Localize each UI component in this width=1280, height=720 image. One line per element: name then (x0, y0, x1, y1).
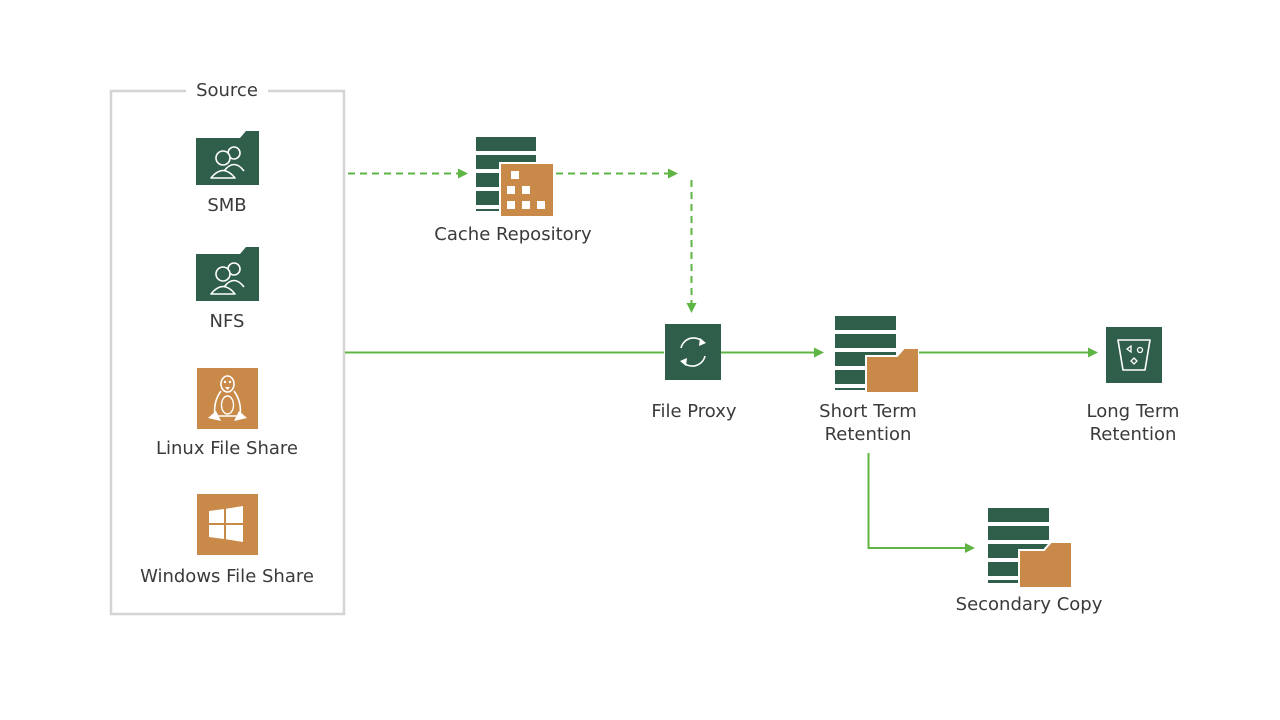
file-proxy-sync-icon (665, 324, 721, 380)
nfs-shared-folder-icon (196, 247, 259, 301)
long-term-line2: Retention (1089, 424, 1177, 445)
arrow-short-term-to-secondary (867, 453, 975, 553)
short-term-line2: Retention (824, 424, 912, 445)
nfs-label: NFS (209, 311, 245, 332)
file-proxy-label: File Proxy (651, 401, 737, 422)
short-term-retention-label: Short Term Retention (819, 400, 917, 446)
smb-shared-folder-icon (196, 131, 259, 185)
secondary-copy-label: Secondary Copy (955, 594, 1103, 615)
linux-file-share-label: Linux File Share (155, 438, 299, 459)
short-term-line1: Short Term (819, 401, 917, 422)
cache-repository-icon (476, 137, 555, 218)
smb-label: SMB (207, 195, 247, 216)
long-term-object-storage-icon (1106, 327, 1162, 383)
windows-file-share-label: Windows File Share (140, 566, 314, 587)
windows-logo-icon (197, 494, 258, 555)
secondary-copy-repository-icon (988, 508, 1073, 589)
cache-repository-label: Cache Repository (434, 224, 592, 245)
linux-penguin-icon (197, 368, 258, 429)
short-term-repository-icon (835, 316, 920, 394)
long-term-retention-label: Long Term Retention (1087, 400, 1180, 446)
source-group-title: Source (186, 80, 268, 102)
long-term-line1: Long Term (1086, 401, 1180, 422)
